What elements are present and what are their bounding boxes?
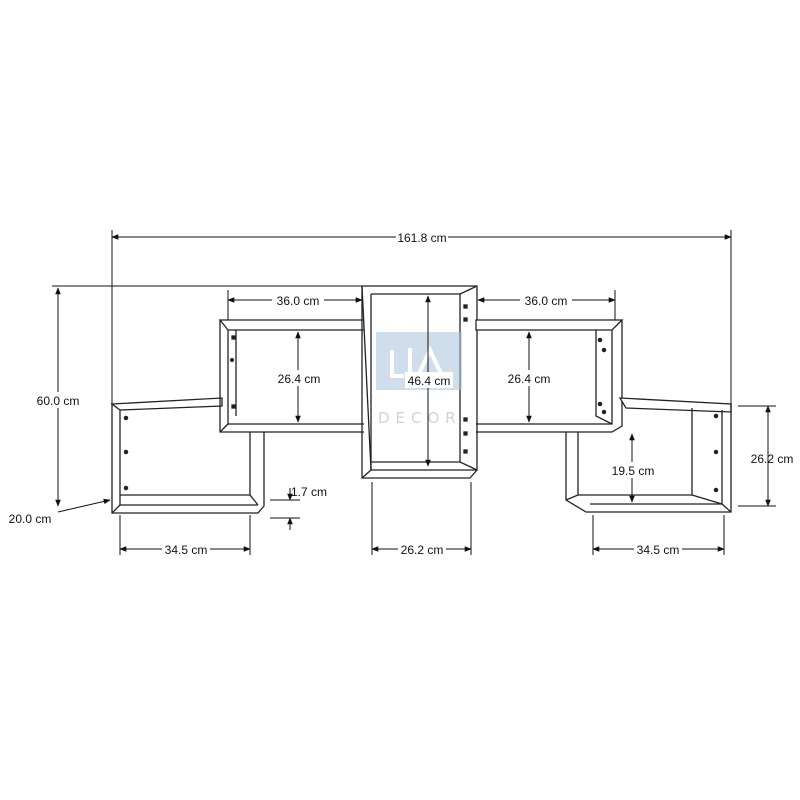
label-upper-left-height: 26.4 cm	[278, 372, 321, 386]
shelf-drawing	[110, 285, 732, 514]
label-center-width: 26.2 cm	[401, 543, 444, 557]
label-right-inner-height: 19.5 cm	[612, 464, 655, 478]
label-upper-left-width: 36.0 cm	[277, 294, 320, 308]
dimension-labels: 161.8 cm 60.0 cm 20.0 cm 36.0 cm 36.0 cm…	[9, 229, 794, 557]
label-lower-right-width: 34.5 cm	[637, 543, 680, 557]
label-total-height: 60.0 cm	[37, 394, 80, 408]
label-upper-right-height: 26.4 cm	[508, 372, 551, 386]
dim-line-depth	[57, 498, 111, 513]
label-lower-left-width: 34.5 cm	[165, 543, 208, 557]
label-center-height: 46.4 cm	[408, 374, 451, 388]
lower-left-box	[110, 397, 265, 514]
label-thickness: 1.7 cm	[291, 485, 327, 499]
watermark-text: DECOR	[378, 409, 462, 427]
label-upper-right-width: 36.0 cm	[525, 294, 568, 308]
label-right-outer-height: 26.2 cm	[751, 452, 794, 466]
label-depth: 20.0 cm	[9, 512, 52, 526]
lower-right-box	[565, 397, 732, 513]
upper-right-box	[475, 319, 624, 433]
label-total-width: 161.8 cm	[397, 231, 446, 245]
